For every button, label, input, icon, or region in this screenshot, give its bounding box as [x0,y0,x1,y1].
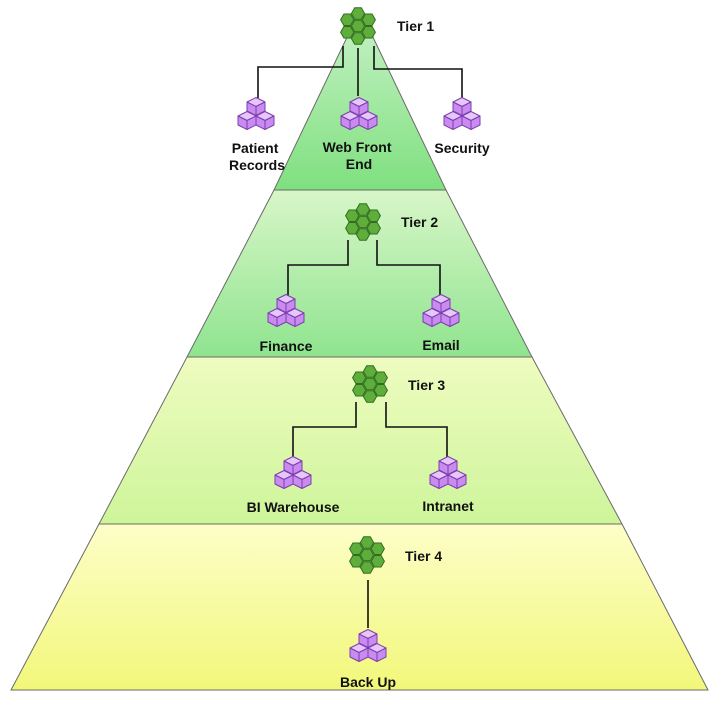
hexagon-cluster-icon [340,7,376,45]
node-label-web-front-end: Web Front End [323,139,396,172]
cube-stack-icon [237,97,275,130]
tier-label: Tier 1 [397,18,434,34]
tier-4-band [10,523,709,691]
node-label-patient-records: Patient Records [229,140,285,173]
node-label-finance: Finance [260,338,313,354]
node-label-bi-warehouse: BI Warehouse [247,499,340,515]
hexagon-cluster-icon [352,365,388,403]
node-label-email: Email [422,337,459,353]
tier-label: Tier 2 [401,214,438,230]
cube-stack-icon [340,97,378,130]
tier-1-group: Tier 1 Patient Records Web Front End Sec… [229,7,490,173]
tier-2-group: Tier 2 Finance Email [260,203,460,354]
cube-stack-icon [443,97,481,130]
connector-lines [287,240,441,296]
connector-lines [292,402,448,458]
cube-stack-icon [422,294,460,327]
node-label-intranet: Intranet [422,498,474,514]
node-label-back-up: Back Up [340,674,396,690]
tier-label: Tier 3 [408,377,445,393]
cube-stack-icon [267,294,305,327]
connector-lines [257,46,463,98]
tier-label: Tier 4 [405,548,442,564]
tier-4-group: Tier 4 Back Up [340,536,442,690]
cube-stack-icon [429,456,467,489]
hexagon-cluster-icon [345,203,381,241]
cube-stack-icon [349,629,387,662]
tier-3-group: Tier 3 BI Warehouse Intranet [247,365,474,515]
hexagon-cluster-icon [349,536,385,574]
node-label-security: Security [434,140,489,156]
cube-stack-icon [274,456,312,489]
